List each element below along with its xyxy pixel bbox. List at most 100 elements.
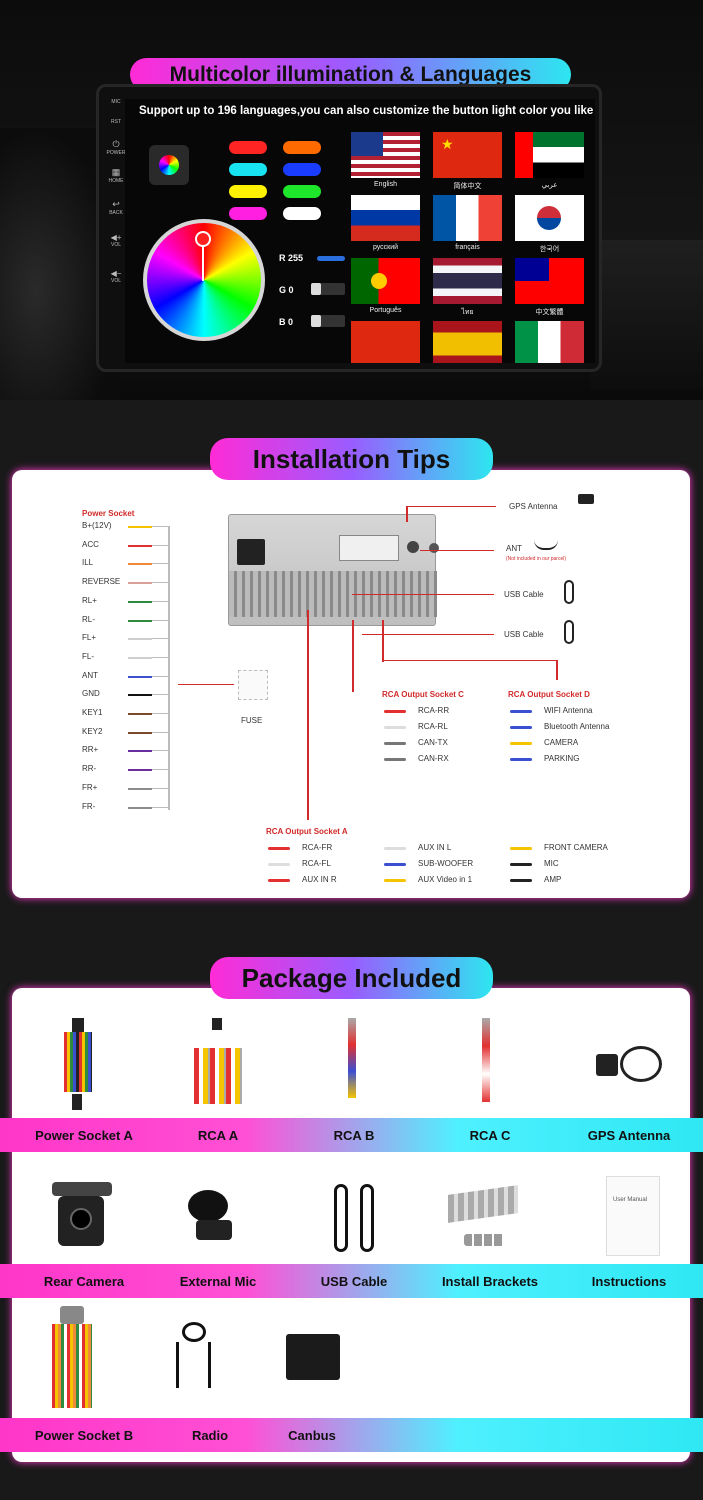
power-pin-connector xyxy=(152,787,168,789)
ant-note: (Not included in our parcel) xyxy=(506,556,567,562)
lang-label: français xyxy=(455,244,480,251)
power-button[interactable]: ⏻POWER xyxy=(106,139,126,156)
rst-button[interactable]: RST xyxy=(111,119,121,125)
head-unit-screen: MIC RST ⏻POWER ▦HOME ↩BACK ◀+VOL ◀−VOL S… xyxy=(96,84,602,372)
swatch-blue[interactable] xyxy=(283,163,321,176)
rca-a-image xyxy=(190,1018,246,1108)
flag-russian[interactable] xyxy=(351,195,420,241)
power-pin-wire xyxy=(128,787,152,790)
rca-plug-icon xyxy=(384,726,406,729)
back-button[interactable]: ↩BACK xyxy=(105,199,127,216)
power-pin-label: FL- xyxy=(82,651,94,661)
rca-plug-icon xyxy=(510,863,532,866)
home-button[interactable]: ▦HOME xyxy=(105,167,127,184)
flag-korean[interactable] xyxy=(515,195,584,241)
rca-plug-icon xyxy=(510,726,532,729)
fuse-label: FUSE xyxy=(241,716,263,725)
rca-label: MIC xyxy=(544,859,559,868)
power-pin-label: RR+ xyxy=(82,745,99,755)
installation-title: Installation Tips xyxy=(210,438,493,480)
r-label: R 255 xyxy=(279,253,304,263)
swatch-yellow[interactable] xyxy=(229,185,267,198)
power-pin-connector xyxy=(152,806,168,808)
gps-antenna-image xyxy=(596,1044,666,1092)
flag-arabic[interactable] xyxy=(515,132,584,178)
lang-label: English xyxy=(374,181,397,188)
swatch-red[interactable] xyxy=(229,141,267,154)
flag-chinese-simplified[interactable]: ★ xyxy=(433,132,502,178)
power-pin-label: FR- xyxy=(82,801,96,811)
rca-label: AMP xyxy=(544,875,562,884)
power-socket-title: Power Socket xyxy=(82,509,135,518)
rca-plug-icon xyxy=(510,879,532,882)
flag-italian[interactable] xyxy=(515,321,584,363)
bulb-icon[interactable] xyxy=(149,145,189,185)
usb2-icon xyxy=(564,620,574,644)
power-pin-label: FL+ xyxy=(82,633,97,643)
item-label: Install Brackets xyxy=(441,1273,539,1289)
rca-b-image xyxy=(340,1018,364,1108)
r-slider[interactable] xyxy=(317,256,345,261)
bus-line xyxy=(168,526,170,810)
flag-hongkong[interactable] xyxy=(351,321,420,363)
swatch-green[interactable] xyxy=(283,185,321,198)
power-pin-wire xyxy=(128,731,152,734)
rca-label: SUB-WOOFER xyxy=(418,859,474,868)
flag-spanish[interactable] xyxy=(433,321,502,363)
tagline: Support up to 196 languages,you can also… xyxy=(139,105,594,117)
power-pin-wire xyxy=(128,526,152,528)
g-slider[interactable] xyxy=(311,283,345,295)
flag-thai[interactable] xyxy=(433,258,502,304)
swatch-cyan[interactable] xyxy=(229,163,267,176)
power-pin-connector xyxy=(152,656,168,658)
display-area: Support up to 196 languages,you can also… xyxy=(125,99,595,363)
row3-band: Power Socket B Radio Canbus xyxy=(0,1418,703,1452)
item-label: Canbus xyxy=(288,1427,336,1443)
rca-label: CAN-RX xyxy=(418,754,449,763)
lang-label: 中文繁體 xyxy=(535,309,564,316)
rca-plug-icon xyxy=(384,879,406,882)
mic-button[interactable]: MIC xyxy=(111,99,121,105)
flag-english[interactable] xyxy=(351,132,420,178)
rear-camera-image xyxy=(52,1182,112,1248)
power-pin-label: ACC xyxy=(82,539,99,549)
power-socket-a-image xyxy=(58,1018,98,1112)
flag-french[interactable] xyxy=(433,195,502,241)
power-pin-label: KEY1 xyxy=(82,708,103,717)
instructions-image: User Manual xyxy=(606,1176,660,1256)
fuse-box xyxy=(238,670,268,700)
swatch-orange[interactable] xyxy=(283,141,321,154)
volume-down-button[interactable]: ◀−VOL xyxy=(105,269,127,284)
rca-label: AUX IN R xyxy=(302,875,337,884)
flag-portuguese[interactable] xyxy=(351,258,420,304)
swatch-magenta[interactable] xyxy=(229,207,267,220)
color-picker-knob[interactable] xyxy=(195,231,211,247)
color-wheel[interactable] xyxy=(143,219,265,341)
canbus-image xyxy=(286,1334,340,1380)
power-pin-label: ANT xyxy=(82,670,98,680)
power-pin-connector xyxy=(152,731,168,733)
power-pin-wire xyxy=(128,638,152,641)
power-pin-connector xyxy=(152,526,168,527)
rca-label: PARKING xyxy=(544,754,580,763)
item-label: RCA A xyxy=(197,1127,239,1143)
rca-label: RCA-RL xyxy=(418,722,448,731)
item-label: Power Socket A xyxy=(35,1127,133,1143)
power-pin-wire xyxy=(128,544,152,547)
rca-c-title: RCA Output Socket C xyxy=(382,690,464,699)
install-brackets-image xyxy=(448,1185,520,1254)
power-pin-connector xyxy=(152,750,168,752)
item-label: External Mic xyxy=(179,1273,257,1289)
rca-label: RCA-FR xyxy=(302,843,333,852)
volume-up-button[interactable]: ◀+VOL xyxy=(105,233,127,248)
flag-chinese-traditional[interactable] xyxy=(515,258,584,304)
power-pin-wire xyxy=(128,806,152,809)
rca-label: WIFI Antenna xyxy=(544,706,593,715)
item-label: Radio xyxy=(191,1427,229,1443)
bus-arrow xyxy=(178,684,234,685)
b-slider[interactable] xyxy=(311,315,345,327)
rca-plug-icon xyxy=(510,742,532,745)
usb-cable-image xyxy=(330,1184,380,1254)
rca-plug-icon xyxy=(510,758,532,761)
swatch-white[interactable] xyxy=(283,207,321,220)
